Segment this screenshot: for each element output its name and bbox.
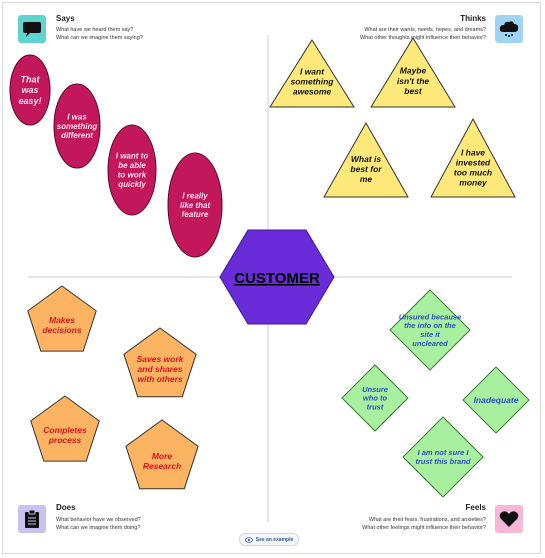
says-note-1[interactable] (9, 54, 51, 126)
says-note-2[interactable] (53, 83, 101, 169)
says-prompt-1: What have we heard them say? (56, 27, 134, 33)
feels-title: Feels (465, 503, 486, 512)
speech-bubble-icon (18, 15, 46, 43)
says-title: Says (56, 14, 75, 23)
heart-icon (495, 505, 523, 533)
see-example-label: See an example (255, 536, 294, 543)
does-note-1[interactable] (27, 285, 97, 352)
does-prompt-2: What can we imagine them doing? (56, 524, 141, 531)
customer-label: CUSTOMER (234, 270, 320, 287)
thinks-note-4[interactable] (430, 117, 516, 198)
customer-hexagon[interactable] (219, 229, 335, 325)
canvas-frame (2, 2, 541, 554)
eye-icon (244, 536, 253, 543)
says-subtitle: What have we heard them say? What can we… (56, 27, 143, 42)
does-subtitle: What behavior have we observed? What can… (56, 517, 141, 532)
thinks-note-2[interactable] (370, 37, 456, 108)
thinks-subtitle: What are their wants, needs, hopes, and … (360, 27, 486, 42)
feels-prompt-1: What are their fears, frustrations, and … (368, 517, 486, 523)
thought-cloud-icon (495, 15, 523, 43)
thinks-prompt-1: What are their wants, needs, hopes, and … (364, 27, 486, 33)
says-prompt-2: What can we imagine them saying? (56, 34, 143, 41)
feels-note-text-3: Inadequate (474, 395, 519, 405)
feels-note-2[interactable] (341, 364, 409, 432)
feels-note-3[interactable] (462, 366, 530, 434)
feels-note-1[interactable] (389, 289, 471, 371)
see-example-button[interactable]: See an example (239, 533, 299, 546)
feels-prompt-2: What other feelings might influence thei… (362, 524, 486, 531)
does-note-3[interactable] (30, 395, 100, 462)
thinks-prompt-2: What other thoughts might influence thei… (360, 34, 486, 41)
thinks-title: Thinks (460, 14, 486, 23)
thinks-note-3[interactable] (323, 121, 409, 198)
does-prompt-1: What behavior have we observed? (56, 517, 141, 523)
does-note-4[interactable] (125, 419, 199, 490)
feels-subtitle: What are their fears, frustrations, and … (362, 517, 486, 532)
says-note-3[interactable] (107, 124, 157, 216)
feels-note-4[interactable] (402, 416, 484, 498)
says-note-4[interactable] (167, 152, 223, 258)
does-note-2[interactable] (123, 327, 197, 398)
clipboard-icon (18, 505, 46, 533)
thinks-note-1[interactable] (269, 39, 355, 108)
does-title: Does (56, 503, 76, 512)
